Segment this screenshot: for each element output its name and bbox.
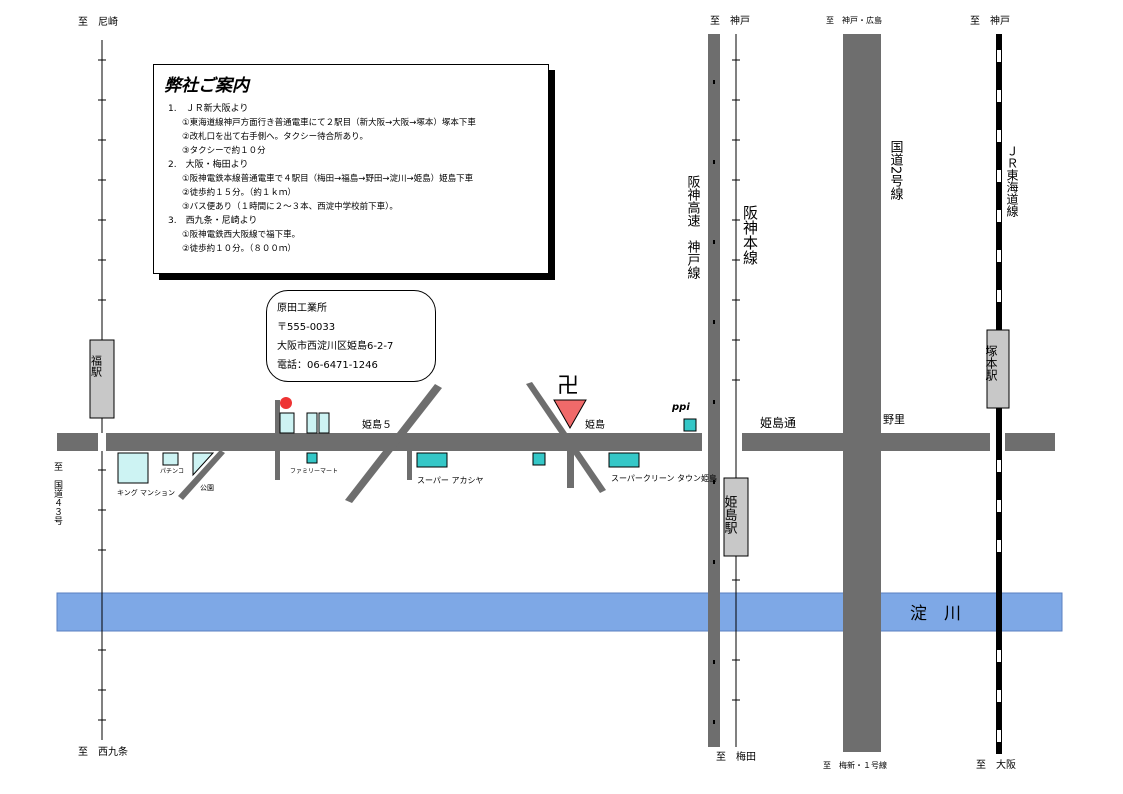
directions-step: ②徒歩約１０分。（８００ｍ） bbox=[182, 244, 296, 254]
place-himejima-dori: 姫島通 bbox=[760, 415, 796, 430]
himejima-road bbox=[57, 433, 702, 451]
place-himejima5: 姫島５ bbox=[362, 418, 392, 431]
company-building-c bbox=[318, 412, 330, 434]
super-clean-building bbox=[608, 452, 640, 468]
logo-mark: ppi bbox=[671, 402, 690, 413]
hanshin-expressway bbox=[708, 34, 720, 747]
directions-title: 弊社ご案内 bbox=[164, 76, 249, 96]
king-mansion-label: キング マンション bbox=[117, 488, 175, 497]
directions-step: ②改札口を出て右手側へ。タクシー待合所あり。 bbox=[182, 132, 368, 142]
side-road-6 bbox=[407, 450, 412, 480]
park-area bbox=[192, 452, 215, 477]
pachinko-building bbox=[162, 452, 179, 466]
expressway-markers bbox=[713, 80, 715, 724]
direction-umeshin: 至 梅新・１号線 bbox=[823, 760, 887, 770]
place-himejima: 姫島 bbox=[585, 418, 605, 431]
directions-section-1: 1. ＪＲ新大阪より bbox=[168, 104, 249, 114]
directions-panel: 弊社ご案内 1. ＪＲ新大阪より ①東海道線神戸方面行き普通電車にて２駅目（新大… bbox=[153, 64, 549, 274]
temple-symbol: 卍 bbox=[557, 374, 579, 399]
company-address: 大阪市西淀川区姫島6-2-7 bbox=[277, 341, 394, 352]
east-building bbox=[683, 418, 697, 432]
directions-step: ②徒歩約１５分。（約１ｋｍ） bbox=[182, 188, 296, 198]
directions-list: 1. ＪＲ新大阪より ①東海道線神戸方面行き普通電車にて２駅目（新大阪→大阪→塚… bbox=[164, 102, 538, 256]
yodo-river-label: 淀 川 bbox=[910, 604, 961, 624]
direction-route43: 至 国道４３号 bbox=[52, 462, 63, 526]
company-name: 原田工業所 bbox=[277, 303, 327, 314]
company-postal: 〒555-0033 bbox=[277, 322, 336, 333]
super-clean-label: スーパークリーン タウン姫島 bbox=[611, 473, 717, 483]
side-road-3 bbox=[178, 450, 225, 500]
temple-area bbox=[553, 399, 587, 430]
line-jr-tokaido-text: ＪＲ東海道線 bbox=[1005, 145, 1019, 217]
line-hanshin-main: 阪神本線 bbox=[741, 205, 759, 265]
shrine-building bbox=[532, 452, 546, 466]
himejima-station-label: 姫島駅 bbox=[722, 495, 738, 535]
directions-step: ①阪神電鉄西大阪線で福下車。 bbox=[182, 230, 301, 240]
directions-step: ③バス便あり（１時間に２～３本、西淀中学校前下車）。 bbox=[182, 202, 398, 212]
tsukamoto-station-box bbox=[986, 329, 1010, 409]
direction-nishikujo: 至 西九条 bbox=[78, 745, 128, 758]
fuku-station-label: 福駅 bbox=[90, 354, 103, 378]
line-hanshin-main-text: 阪神本線 bbox=[741, 205, 759, 265]
hanshin-main-rail bbox=[732, 34, 740, 747]
pachinko-label: パチンコ bbox=[160, 468, 184, 475]
himejima-road-far-east bbox=[1005, 433, 1055, 451]
direction-kobe-hiroshima: 至 神戸・広島 bbox=[826, 15, 882, 25]
directions-step: ①東海道線神戸方面行き普通電車にて２駅目（新大阪→大阪→塚本）塚本下車 bbox=[182, 118, 476, 128]
directions-section-3: 3. 西九条・尼崎より bbox=[168, 216, 258, 226]
park-label: 公園 bbox=[200, 484, 214, 492]
place-nozato: 野里 bbox=[883, 413, 905, 426]
direction-kobe-exp: 至 神戸 bbox=[710, 14, 750, 27]
tsukamoto-station-label: 塚本駅 bbox=[984, 345, 998, 382]
road-gap bbox=[98, 433, 106, 451]
direction-route43-text: 至 国道４３号 bbox=[52, 462, 63, 526]
fuku-station-box bbox=[89, 339, 115, 419]
line-hanshin-expressway: 阪神高速 神戸線 bbox=[685, 175, 701, 279]
side-road-2 bbox=[345, 384, 442, 503]
direction-kobe-jr: 至 神戸 bbox=[970, 14, 1010, 27]
company-phone: 電話：06-6471-1246 bbox=[277, 360, 378, 371]
directions-step: ③タクシーで約１０分 bbox=[182, 146, 266, 156]
side-road-4 bbox=[526, 382, 606, 493]
line-route2: 国道2号線 bbox=[888, 140, 904, 201]
side-road-5 bbox=[567, 440, 574, 488]
directions-step: ①阪神電鉄本線普通電車で４駅目（梅田→福島→野田→淀川→姫島）姫島下車 bbox=[182, 174, 474, 184]
direction-amagasaki: 至 尼崎 bbox=[78, 15, 118, 28]
company-callout: 原田工業所 〒555-0033 大阪市西淀川区姫島6-2-7 電話：06-647… bbox=[266, 290, 436, 382]
directions-section-2: 2. 大阪・梅田より bbox=[168, 160, 249, 170]
route2-road bbox=[843, 34, 881, 752]
company-building-b bbox=[306, 412, 318, 434]
company-logo-icon bbox=[280, 397, 292, 409]
super-akashiya-building bbox=[416, 452, 448, 468]
yodo-river bbox=[56, 592, 1063, 632]
line-jr-tokaido: ＪＲ東海道線 bbox=[1005, 145, 1019, 217]
family-mart-building bbox=[306, 452, 318, 464]
direction-umeda: 至 梅田 bbox=[716, 750, 756, 763]
side-road-1 bbox=[275, 400, 280, 480]
himejima-station-box bbox=[723, 477, 749, 557]
king-mansion-building bbox=[117, 452, 149, 484]
jr-rail-dashes bbox=[997, 50, 1001, 742]
line-route2-text: 国道2号線 bbox=[888, 140, 904, 201]
super-akashiya-label: スーパー アカシヤ bbox=[417, 476, 483, 485]
family-mart-label: ファミリーマート bbox=[290, 468, 338, 475]
company-building-a bbox=[279, 412, 295, 434]
line-hanshin-expressway-text: 阪神高速 神戸線 bbox=[685, 175, 701, 279]
direction-osaka: 至 大阪 bbox=[976, 758, 1016, 771]
